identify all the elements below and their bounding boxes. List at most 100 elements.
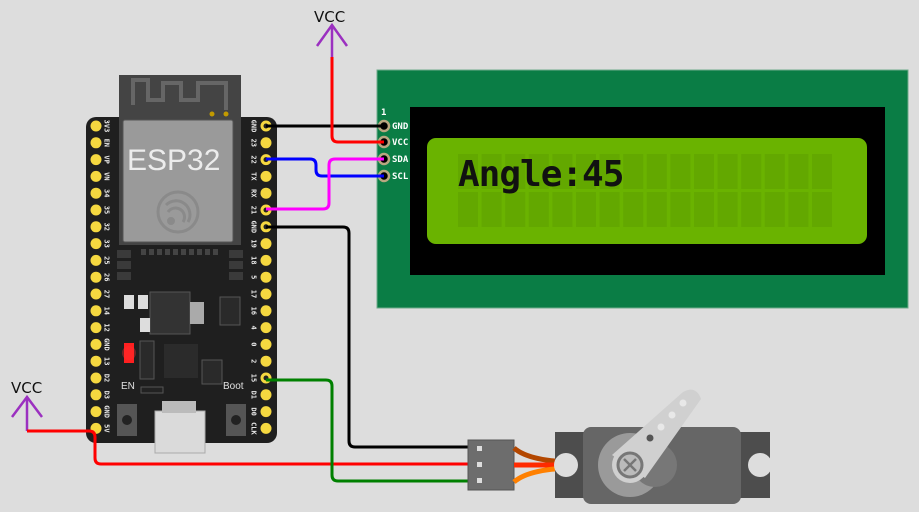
lcd-char-cell bbox=[481, 154, 502, 189]
pin-pad[interactable] bbox=[90, 305, 102, 317]
pin-pad[interactable] bbox=[90, 221, 102, 233]
esp32-pin-right-19[interactable]: 19 bbox=[250, 238, 272, 250]
pin-pad[interactable] bbox=[90, 204, 102, 216]
esp32-pin-left-13[interactable]: 13 bbox=[90, 355, 111, 367]
pin-pad[interactable] bbox=[90, 154, 102, 166]
esp32-pin-right-d0[interactable]: D0 bbox=[250, 406, 272, 418]
esp32-pin-left-27[interactable]: 27 bbox=[90, 288, 111, 300]
esp32-pin-left-33[interactable]: 33 bbox=[90, 238, 111, 250]
esp32-pin-right-tx[interactable]: TX bbox=[250, 170, 272, 182]
boot-button[interactable] bbox=[226, 404, 246, 436]
esp32-pin-right-17[interactable]: 17 bbox=[250, 288, 272, 300]
pin-label: 15 bbox=[250, 374, 258, 382]
pin-pad[interactable] bbox=[90, 238, 102, 250]
pin-pad[interactable] bbox=[90, 389, 102, 401]
pin-pad[interactable] bbox=[90, 120, 102, 132]
pin-label: 25 bbox=[103, 256, 111, 264]
pin-label: 27 bbox=[103, 290, 111, 298]
pin-pad[interactable] bbox=[90, 406, 102, 418]
pin-pad[interactable] bbox=[90, 372, 102, 384]
en-button[interactable] bbox=[117, 404, 137, 436]
pin-label: 34 bbox=[103, 189, 111, 197]
esp32-pin-left-12[interactable]: 12 bbox=[90, 322, 111, 334]
esp32-pin-right-4[interactable]: 4 bbox=[250, 322, 272, 334]
onboard-components bbox=[122, 291, 241, 394]
resistor-array bbox=[139, 340, 155, 380]
pin-pad[interactable] bbox=[90, 355, 102, 367]
esp32-pin-left-25[interactable]: 25 bbox=[90, 254, 111, 266]
esp32-pin-left-26[interactable]: 26 bbox=[90, 271, 111, 283]
pin-pad[interactable] bbox=[260, 137, 272, 149]
pin-label: 26 bbox=[103, 273, 111, 281]
esp32-pin-right-0[interactable]: 0 bbox=[250, 338, 272, 350]
esp32-pin-left-d3[interactable]: D3 bbox=[90, 389, 111, 401]
pin-pad[interactable] bbox=[90, 288, 102, 300]
esp32-pin-left-gnd[interactable]: GND bbox=[90, 405, 111, 418]
wire-gnd-servo[interactable] bbox=[266, 225, 470, 449]
module-pad bbox=[149, 249, 154, 255]
pin-pad[interactable] bbox=[260, 389, 272, 401]
pin-pad[interactable] bbox=[90, 187, 102, 199]
micro-usb-port[interactable] bbox=[154, 401, 206, 454]
pin-pad[interactable] bbox=[260, 254, 272, 266]
wire-signal-servo[interactable] bbox=[266, 378, 470, 483]
servo-connector[interactable] bbox=[467, 439, 515, 491]
pin-pad[interactable] bbox=[260, 406, 272, 418]
pin-label: 3V3 bbox=[103, 120, 111, 133]
wire-scl-lcd[interactable] bbox=[266, 157, 384, 178]
wire-sda-lcd[interactable] bbox=[266, 157, 384, 211]
pin-pad[interactable] bbox=[90, 271, 102, 283]
pin-pad[interactable] bbox=[260, 305, 272, 317]
smd-resistor bbox=[140, 318, 150, 332]
usb-connector-body[interactable] bbox=[154, 410, 206, 454]
lcd-char-cell bbox=[717, 154, 738, 189]
pin-pad[interactable] bbox=[90, 322, 102, 334]
servo-motor[interactable] bbox=[467, 389, 772, 504]
esp32-pin-right-2[interactable]: 2 bbox=[250, 355, 272, 367]
esp32-pin-left-14[interactable]: 14 bbox=[90, 305, 111, 317]
esp32-pin-left-32[interactable]: 32 bbox=[90, 221, 111, 233]
lcd-char-cell bbox=[670, 154, 691, 189]
pin-pad[interactable] bbox=[260, 322, 272, 334]
esp32-pin-left-34[interactable]: 34 bbox=[90, 187, 111, 199]
mount-hole bbox=[554, 453, 578, 477]
pin-pad[interactable] bbox=[260, 288, 272, 300]
esp32-pin-right-d1[interactable]: D1 bbox=[250, 389, 272, 401]
pin-pad[interactable] bbox=[90, 254, 102, 266]
wire-5v-servo[interactable] bbox=[27, 429, 470, 466]
esp32-pin-right-5[interactable]: 5 bbox=[250, 271, 272, 283]
esp32-pin-right-rx[interactable]: RX bbox=[250, 187, 272, 199]
esp32-pin-left-35[interactable]: 35 bbox=[90, 204, 111, 216]
pin-pad[interactable] bbox=[260, 238, 272, 250]
pin-pad[interactable] bbox=[260, 355, 272, 367]
pin-label: 22 bbox=[250, 155, 258, 163]
pin-label: RX bbox=[250, 189, 258, 198]
esp32-pin-right-16[interactable]: 16 bbox=[250, 305, 272, 317]
lcd1602-module[interactable]: Angle:45 1 GND VCC SDA SCL bbox=[376, 69, 909, 309]
esp32-pin-left-d2[interactable]: D2 bbox=[90, 372, 111, 384]
pin-pad[interactable] bbox=[90, 170, 102, 182]
esp32-pin-left-3v3[interactable]: 3V3 bbox=[90, 120, 111, 133]
pin-pad[interactable] bbox=[260, 187, 272, 199]
esp32-pin-right-18[interactable]: 18 bbox=[250, 254, 272, 266]
esp32-pin-left-vn[interactable]: VN bbox=[90, 170, 111, 182]
esp32-pin-left-en[interactable]: EN bbox=[90, 137, 111, 149]
esp32-pin-left-gnd[interactable]: GND bbox=[90, 338, 111, 351]
esp32-pin-right-23[interactable]: 23 bbox=[250, 137, 272, 149]
pin-pad[interactable] bbox=[260, 170, 272, 182]
pin-pad[interactable] bbox=[260, 338, 272, 350]
esp32-pin-right-clk[interactable]: CLK bbox=[250, 422, 272, 436]
esp32-pin-left-vp[interactable]: VP bbox=[90, 154, 111, 166]
pin-pad[interactable] bbox=[260, 271, 272, 283]
pin-pad[interactable] bbox=[260, 422, 272, 434]
pin-pad[interactable] bbox=[90, 338, 102, 350]
lcd-char-cell bbox=[694, 192, 714, 227]
antenna-pad bbox=[209, 111, 215, 117]
esp32-devkit[interactable]: ESP32 EN Boot bbox=[86, 75, 277, 454]
antenna-pad bbox=[223, 111, 229, 117]
wire-vcc-lcd[interactable] bbox=[330, 57, 384, 144]
pin-label: TX bbox=[250, 172, 258, 181]
pin-pad[interactable] bbox=[90, 137, 102, 149]
regulator-tab bbox=[190, 302, 204, 324]
